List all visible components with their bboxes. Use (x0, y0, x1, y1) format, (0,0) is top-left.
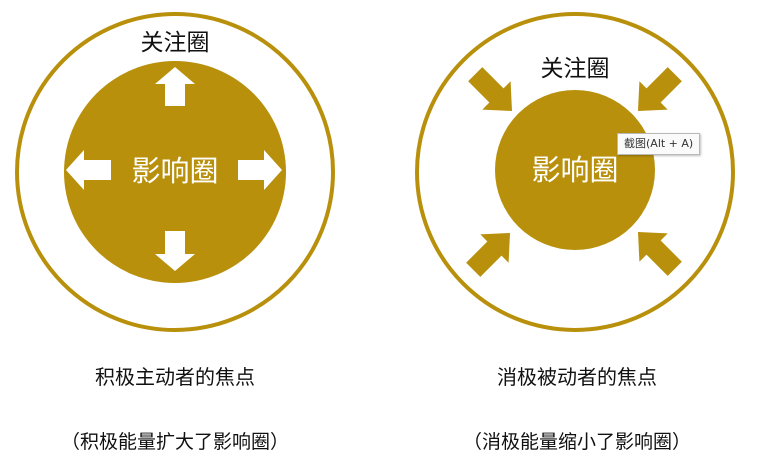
left-concern-label: 关注圈 (141, 30, 210, 56)
right-circle-of-concern (415, 12, 735, 332)
left-influence-label: 影响圈 (131, 154, 218, 188)
arrow-down-left-icon (638, 67, 682, 111)
right-circle-of-influence (495, 90, 655, 250)
arrow-up-right-icon (466, 233, 510, 277)
reactive-diagram: 关注圈 影响圈 (415, 12, 735, 332)
left-subcaption: （积极能量扩大了影响圈） (60, 431, 289, 453)
right-subcaption: （消极能量缩小了影响圈） (462, 431, 691, 453)
left-caption: 积极主动者的焦点 (95, 365, 255, 389)
right-concern-label: 关注圈 (541, 56, 610, 82)
arrow-down-icon (155, 231, 195, 271)
left-circle-of-influence (64, 61, 286, 283)
proactive-diagram: 关注圈 影响圈 (15, 12, 335, 332)
right-caption: 消极被动者的焦点 (497, 365, 657, 389)
arrow-left-icon (66, 150, 111, 190)
arrow-up-icon (155, 67, 195, 106)
arrow-up-left-icon (638, 232, 682, 276)
arrow-right-icon (238, 150, 282, 190)
screenshot-tooltip: 截图(Alt + A) (617, 133, 701, 155)
left-circle-of-concern (15, 12, 335, 332)
right-influence-label: 影响圈 (531, 153, 618, 187)
arrow-down-right-icon (468, 67, 512, 111)
